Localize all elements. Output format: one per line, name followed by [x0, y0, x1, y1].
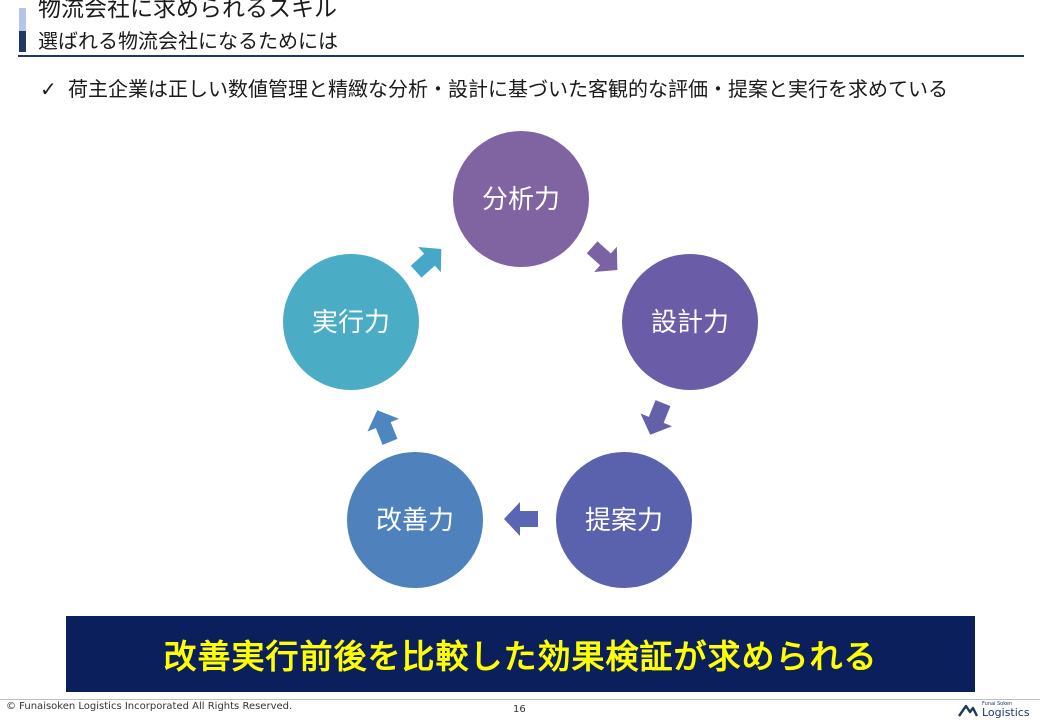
node-label: 分析力	[482, 185, 560, 215]
logo-mark-icon	[958, 704, 978, 717]
node-label: 提案力	[585, 506, 663, 536]
node-label: 改善力	[376, 506, 454, 536]
banner-text: 改善実行前後を比較した効果検証が求められる	[163, 637, 878, 676]
node-circle	[622, 254, 758, 390]
title-bar: 物流会社に求められるスキル 選ばれる物流会社になるためには	[0, 0, 1040, 58]
cycle-node-improvement: 改善力	[347, 452, 483, 588]
cycle-node-design: 設計力	[622, 254, 758, 390]
title-accent-dark	[19, 31, 26, 52]
logo-text: Logistics	[982, 706, 1030, 719]
page-number: 16	[513, 704, 526, 715]
copyright-text: © Funaisoken Logistics Incorporated All …	[6, 701, 293, 712]
arrow-improvement-to-execution-icon	[367, 410, 400, 445]
conclusion-banner: 改善実行前後を比較した効果検証が求められる	[66, 616, 975, 692]
cycle-node-proposal: 提案力	[556, 452, 692, 588]
arrow-execution-to-analysis-icon	[410, 247, 442, 278]
arrow-proposal-to-improvement-icon	[504, 502, 538, 536]
node-circle	[453, 131, 589, 267]
slide-title: 物流会社に求められるスキル	[38, 0, 337, 22]
checkmark-icon: ✓	[40, 77, 57, 101]
slide-subtitle: 選ばれる物流会社になるためには	[38, 29, 338, 53]
bullet-text: 荷主企業は正しい数値管理と精緻な分析・設計に基づいた客観的な評価・提案と実行を求…	[68, 77, 948, 101]
cycle-node-analysis: 分析力	[453, 131, 589, 267]
logo-small-text: Funai Soken	[982, 701, 1013, 707]
arrow-analysis-to-design-icon	[586, 241, 618, 272]
footer-divider	[0, 699, 1040, 700]
cycle-node-execution: 実行力	[283, 254, 419, 390]
arrow-design-to-proposal-icon	[640, 400, 673, 435]
node-label: 実行力	[312, 308, 390, 338]
node-circle	[347, 452, 483, 588]
node-label: 設計力	[651, 308, 729, 338]
title-divider	[18, 55, 1024, 57]
company-logo: Funai Soken Logistics	[958, 701, 1030, 719]
title-accent-light	[19, 8, 26, 31]
node-circle	[556, 452, 692, 588]
node-circle	[283, 254, 419, 390]
